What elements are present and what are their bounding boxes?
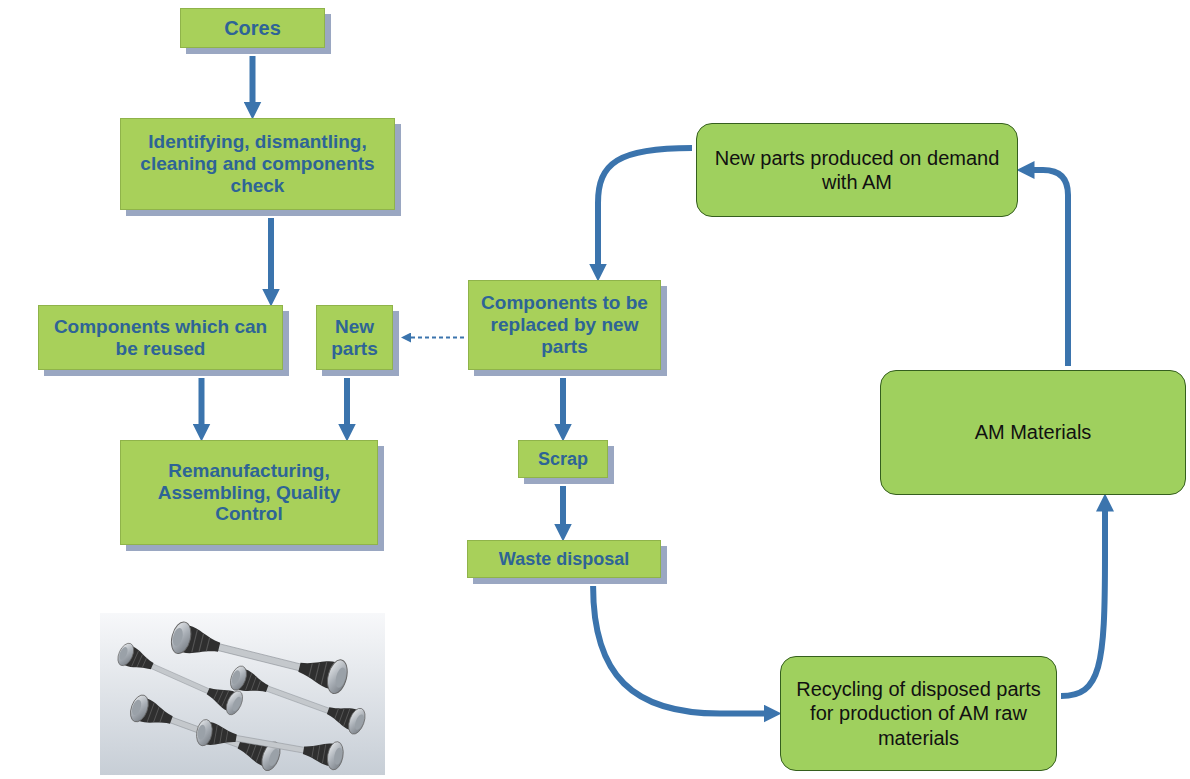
process-box: Scrap bbox=[518, 440, 608, 478]
process-box: Components to be replaced by new parts bbox=[468, 280, 661, 370]
box-label: New parts bbox=[323, 316, 386, 360]
flow-arrow bbox=[344, 378, 350, 428]
box-label: AM Materials bbox=[975, 420, 1092, 444]
box-label: New parts produced on demand with AM bbox=[709, 146, 1005, 195]
process-box: Remanufacturing, Assembling, Quality Con… bbox=[120, 440, 378, 545]
rounded-box: Recycling of disposed parts for producti… bbox=[780, 656, 1057, 771]
flow-arrow bbox=[1061, 507, 1105, 696]
box-label: Components to be replaced by new parts bbox=[475, 292, 654, 358]
process-box: Cores bbox=[180, 8, 325, 48]
box-label: Components which can be reused bbox=[45, 316, 276, 360]
process-box: Identifying, dismantling, cleaning and c… bbox=[120, 118, 395, 210]
flow-arrow bbox=[268, 218, 274, 293]
box-label: Remanufacturing, Assembling, Quality Con… bbox=[127, 460, 371, 526]
box-label: Cores bbox=[224, 17, 281, 40]
box-label: Identifying, dismantling, cleaning and c… bbox=[127, 131, 388, 197]
drive-shaft-photo bbox=[100, 613, 385, 775]
flow-arrow bbox=[598, 148, 692, 268]
flow-arrow bbox=[199, 378, 205, 428]
process-box: Components which can be reused bbox=[38, 305, 283, 370]
flow-arrow bbox=[593, 586, 768, 714]
dashed-arrow bbox=[407, 337, 464, 339]
rounded-box: AM Materials bbox=[880, 370, 1186, 495]
rounded-box: New parts produced on demand with AM bbox=[696, 123, 1018, 217]
flow-arrow bbox=[560, 486, 566, 528]
flow-arrow bbox=[1030, 170, 1068, 366]
box-label: Scrap bbox=[538, 449, 588, 470]
process-box: New parts bbox=[316, 305, 393, 370]
flow-arrow bbox=[250, 56, 256, 106]
process-box: Waste disposal bbox=[467, 540, 661, 578]
box-label: Recycling of disposed parts for producti… bbox=[793, 677, 1044, 750]
box-label: Waste disposal bbox=[499, 549, 629, 570]
flow-arrow bbox=[560, 378, 566, 428]
